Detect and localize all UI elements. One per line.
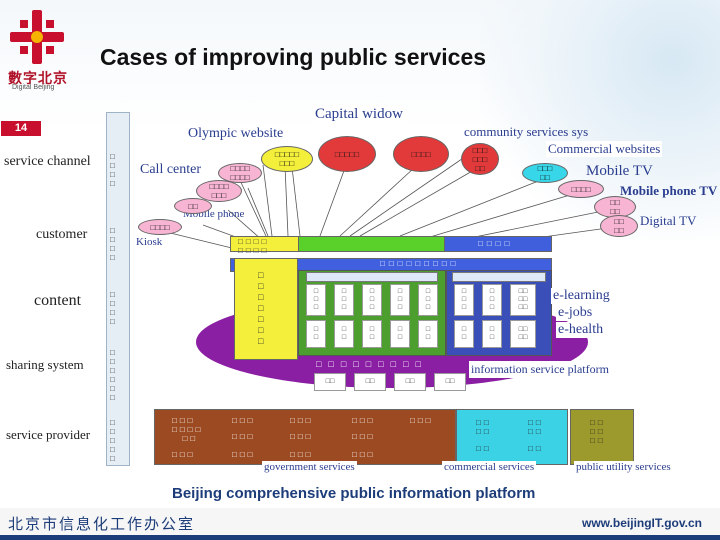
- strip-marks-3: □□□□: [110, 290, 117, 326]
- bar-blue: [444, 236, 552, 252]
- content-cell: □□□: [482, 284, 502, 316]
- provider-utility-label: public utility services: [574, 461, 673, 473]
- channel-mobile-phone-tv: Mobile phone TV: [620, 183, 718, 198]
- provider-commercial-block: [456, 409, 568, 465]
- content-cell: □□: [418, 320, 438, 348]
- channel-capital-window: Capital widow: [312, 106, 406, 123]
- sharing-platform-marks: □□□□□□□□□: [316, 359, 428, 369]
- content-cell: □□: [362, 320, 382, 348]
- sharing-box: □□: [354, 373, 386, 391]
- content-cell: □□: [306, 320, 326, 348]
- provider-government-block: [154, 409, 456, 465]
- provider-text: □□□: [352, 416, 376, 425]
- footer-org-name: 北京市信息化工作办公室: [8, 516, 196, 533]
- provider-text: □□□□: [528, 418, 544, 436]
- sharing-box: □□: [314, 373, 346, 391]
- channel-oval-9: □□□□: [138, 219, 182, 235]
- footer-bar: [0, 508, 720, 540]
- content-yellow-block: [234, 258, 298, 360]
- channel-oval-7: □□□□□□□: [196, 180, 242, 202]
- strip-marks-1: □□□□: [110, 152, 117, 188]
- provider-text: □□□□□□: [590, 418, 606, 445]
- provider-text: □□□: [352, 450, 376, 459]
- content-cell: □□□: [362, 284, 382, 316]
- channel-digital-tv: Digital TV: [640, 213, 697, 228]
- content-yellow-text: □□□□□□□: [258, 270, 264, 346]
- content-green-header: [306, 272, 438, 282]
- channel-commercial-websites: Commercial websites: [546, 141, 663, 157]
- content-e-health: e-health: [556, 322, 606, 338]
- channel-oval-11: □□□□: [594, 196, 636, 218]
- channel-community-services: community services sys: [464, 124, 589, 139]
- provider-text: □□□: [290, 416, 314, 425]
- content-cell: □□: [454, 320, 474, 348]
- strip-marks-4: □□□□□□: [110, 348, 117, 402]
- provider-text: □□□: [290, 450, 314, 459]
- strip-marks-5: □□□□□: [110, 418, 117, 463]
- provider-text: □□□: [410, 416, 434, 425]
- channel-oval-2: □□□□□□□□: [218, 163, 262, 183]
- content-cell: □□□□: [510, 320, 536, 348]
- bar-yellow-text: □□□□□□□□: [238, 237, 270, 255]
- channel-oval-5: □□□□□□□□: [461, 143, 499, 175]
- content-cell: □□: [334, 320, 354, 348]
- label-customer: customer: [36, 227, 88, 242]
- provider-text: □□: [476, 444, 492, 453]
- channel-oval-1: □□□□□□□□: [261, 146, 313, 172]
- provider-text: □□□: [290, 432, 314, 441]
- provider-utility-block: [570, 409, 634, 465]
- provider-text: □□□: [172, 450, 196, 459]
- channel-oval-12: □□□□: [600, 215, 638, 237]
- provider-text: □□□□□□□ □□: [172, 416, 204, 443]
- provider-commercial-label: commercial services: [442, 461, 537, 473]
- channel-kiosk: Kiosk: [136, 236, 163, 248]
- sharing-box: □□: [434, 373, 466, 391]
- strip-marks-2: □□□□: [110, 226, 117, 262]
- provider-government-label: government services: [262, 461, 357, 473]
- label-content: content: [34, 292, 82, 309]
- platform-caption: Beijing comprehensive public information…: [172, 485, 536, 502]
- digital-beijing-logo: [6, 6, 68, 94]
- provider-text: □□□: [232, 432, 256, 441]
- footer-accent-line: [0, 535, 720, 540]
- content-cell: □□□: [306, 284, 326, 316]
- channel-oval-3: □□□□□: [318, 136, 376, 172]
- content-cell: □□□: [334, 284, 354, 316]
- provider-text: □□□□: [476, 418, 492, 436]
- provider-text: □□□: [232, 416, 256, 425]
- bar-blue-text: □□□□: [478, 239, 514, 248]
- channel-oval-10: □□□□: [558, 180, 604, 198]
- logo-text-en: Digital Beijing: [12, 84, 55, 91]
- label-service-provider: service provider: [6, 427, 91, 442]
- content-blue-header: [452, 272, 546, 282]
- channel-oval-4: □□□□: [393, 136, 449, 172]
- bar-blue-wide-text: □□□□□□□□□: [380, 259, 460, 268]
- channel-olympic-website: Olympic website: [188, 126, 284, 141]
- footer-url: www.beijingIT.gov.cn: [582, 516, 703, 530]
- channel-oval-6: □□□□□: [522, 163, 568, 183]
- logo-text-cn: 數字北京: [8, 70, 68, 86]
- content-e-learning: e-learning: [551, 288, 612, 304]
- content-cell: □□□: [390, 284, 410, 316]
- slide-number-badge: 14: [1, 121, 41, 136]
- bar-green: [298, 236, 446, 252]
- channel-mobile-tv: Mobile TV: [586, 163, 653, 179]
- provider-text: □□: [528, 444, 544, 453]
- sharing-box: □□: [394, 373, 426, 391]
- page-title: Cases of improving public services: [100, 44, 487, 70]
- provider-text: □□□: [352, 432, 376, 441]
- content-cell: □□□: [418, 284, 438, 316]
- content-e-jobs: e-jobs: [556, 305, 595, 321]
- content-cell: □□□: [454, 284, 474, 316]
- content-cell: □□□□□□: [510, 284, 536, 316]
- provider-text: □□□: [232, 450, 256, 459]
- info-service-platform-label: information service platform: [469, 361, 611, 378]
- content-cell: □□: [390, 320, 410, 348]
- channel-oval-8: □□: [174, 198, 212, 214]
- label-sharing-system: sharing system: [6, 357, 84, 372]
- label-service-channel: service channel: [4, 154, 91, 169]
- channel-call-center: Call center: [140, 162, 202, 177]
- content-cell: □□: [482, 320, 502, 348]
- layer-strip: [106, 112, 130, 466]
